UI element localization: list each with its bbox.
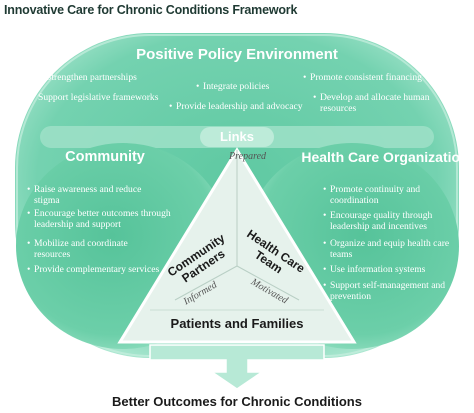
health-care-org-item: Encourage quality through leadership and… bbox=[323, 210, 454, 232]
community-heading: Community bbox=[65, 149, 145, 165]
patients-families-label: Patients and Families bbox=[170, 316, 304, 331]
policy-item: Strengthen partnerships bbox=[39, 72, 186, 83]
prepared-label: Prepared bbox=[229, 152, 266, 162]
triangle-divider-right bbox=[236, 265, 300, 301]
health-care-org-item: Use information systems bbox=[323, 264, 452, 275]
outcome-label: Better Outcomes for Chronic Conditions bbox=[112, 394, 362, 409]
links-label: Links bbox=[220, 129, 254, 144]
links-pill bbox=[200, 127, 274, 147]
health-care-org-heading: Health Care Organization bbox=[301, 149, 469, 165]
policy-heading: Positive Policy Environment bbox=[136, 46, 338, 63]
community-item: Encourage better outcomes through leader… bbox=[27, 208, 184, 230]
framework-title: Innovative Care for Chronic Conditions F… bbox=[4, 3, 298, 17]
health-care-org-item: Promote continuity and coordination bbox=[323, 184, 448, 206]
community-item: Provide complementary services bbox=[27, 264, 164, 275]
health-care-org-item: Support self-management and prevention bbox=[323, 280, 452, 302]
policy-item: Provide leadership and advocacy bbox=[169, 101, 336, 112]
triangle-divider-left bbox=[174, 265, 238, 301]
community-item: Raise awareness and reduce stigma bbox=[27, 184, 164, 206]
outcome-arrow bbox=[149, 344, 325, 390]
community-item: Mobilize and coordinate resources bbox=[27, 238, 164, 260]
health-care-org-item: Organize and equip health care teams bbox=[323, 238, 452, 260]
policy-item: Support legislative frameworks bbox=[31, 92, 188, 103]
policy-item: Develop and allocate human resources bbox=[313, 92, 438, 114]
policy-item: Integrate policies bbox=[196, 81, 313, 92]
policy-item: Promote consistent financing bbox=[303, 72, 460, 83]
